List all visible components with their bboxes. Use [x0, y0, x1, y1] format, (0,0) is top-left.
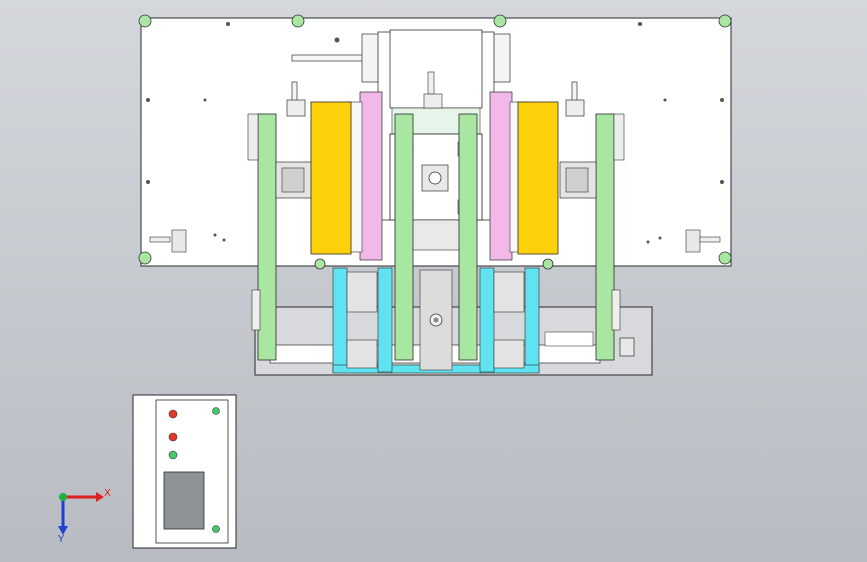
reference-triad-icon: X Y: [57, 488, 111, 545]
status-light-green: [212, 407, 220, 415]
display-screen: [163, 471, 205, 530]
indicator-light-red: [168, 432, 178, 442]
indicator-light-green: [168, 450, 178, 460]
central-lift-column[interactable]: [361, 29, 511, 251]
base-plate[interactable]: [254, 267, 653, 376]
control-box[interactable]: [132, 394, 237, 549]
indicator-light-red: [168, 409, 178, 419]
status-light-green: [212, 525, 220, 533]
triad-y-label: Y: [57, 534, 65, 545]
green-arms[interactable]: [247, 113, 625, 361]
yellow-gripper-pads[interactable]: [310, 101, 559, 255]
side-motors[interactable]: [275, 161, 597, 199]
triad-x-label: X: [104, 488, 111, 499]
